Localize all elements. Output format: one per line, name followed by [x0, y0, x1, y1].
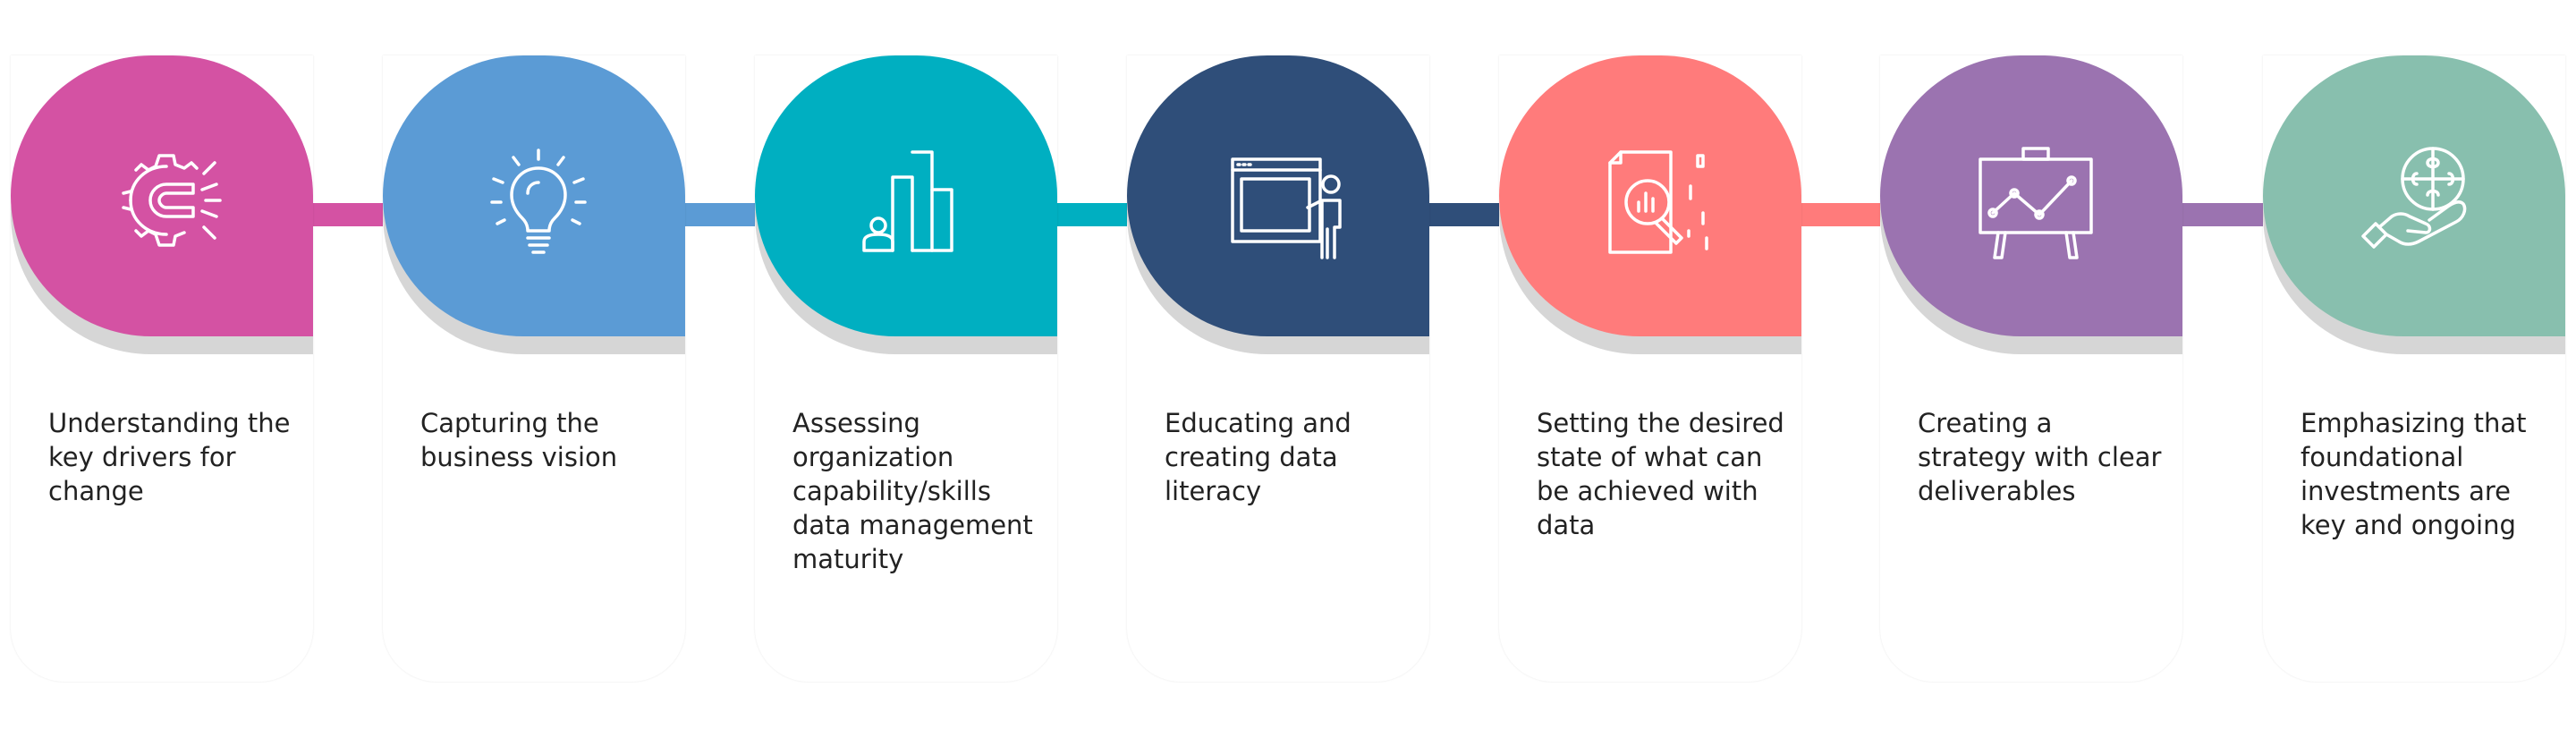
step-1: Understanding the key drivers for change — [11, 55, 313, 682]
strategy-board-icon — [1973, 138, 2098, 263]
step-bubble — [11, 55, 313, 336]
step-7: Emphasizing that foundational investment… — [2263, 55, 2565, 682]
step-label: Capturing the business vision — [420, 408, 618, 472]
step-label: Understanding the key drivers for change — [48, 408, 291, 506]
step-bubble — [1127, 55, 1429, 336]
step-label: Assessing organization capability/skills… — [792, 408, 1033, 574]
step-2: Capturing the business vision — [383, 55, 685, 682]
step-5: Setting the desired state of what can be… — [1499, 55, 1801, 682]
presentation-icon — [1220, 138, 1345, 263]
step-bubble — [755, 55, 1057, 336]
gear-magnet-icon — [104, 138, 229, 263]
step-3: Assessing organization capability/skills… — [755, 55, 1057, 682]
step-label: Emphasizing that foundational investment… — [2301, 408, 2527, 540]
step-bubble — [383, 55, 685, 336]
step-label: Creating a strategy with clear deliverab… — [1918, 408, 2162, 506]
person-bar-chart-icon — [848, 138, 973, 263]
step-bubble — [2263, 55, 2565, 336]
hand-puzzle-icon — [2356, 138, 2481, 263]
step-bubble — [1880, 55, 2182, 336]
step-6: Creating a strategy with clear deliverab… — [1880, 55, 2182, 682]
step-label: Educating and creating data literacy — [1165, 408, 1352, 506]
step-label: Setting the desired state of what can be… — [1537, 408, 1784, 540]
step-bubble — [1499, 55, 1801, 336]
step-4: Educating and creating data literacy — [1127, 55, 1429, 682]
lightbulb-icon — [476, 138, 601, 263]
data-analysis-icon — [1592, 138, 1717, 263]
